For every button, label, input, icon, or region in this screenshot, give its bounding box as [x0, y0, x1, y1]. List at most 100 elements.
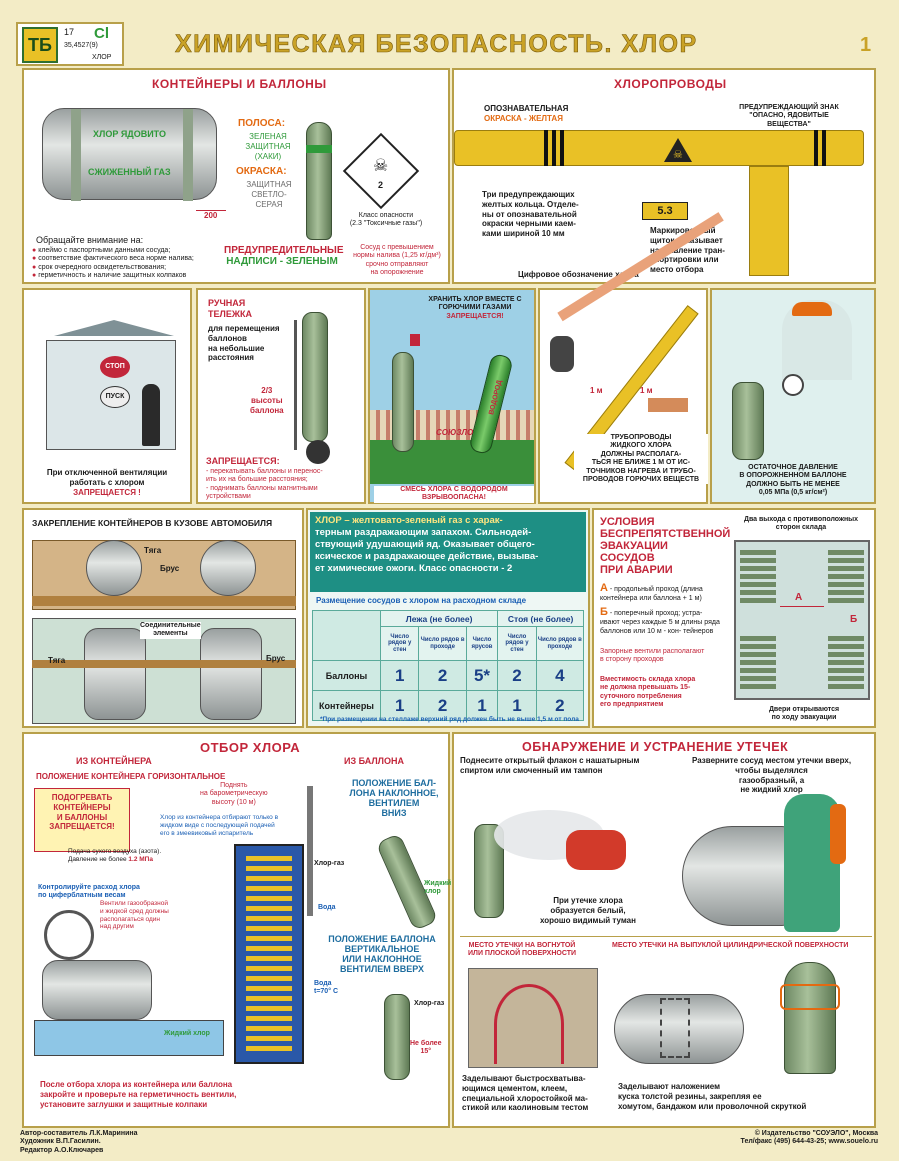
paint-label: ОКРАСКА:: [236, 166, 287, 177]
table-corner: [312, 610, 381, 661]
chlorine-player: [392, 352, 414, 452]
skull-icon: ☠: [373, 156, 389, 175]
position-container: ПОЛОЖЕНИЕ КОНТЕЙНЕРА ГОРИЗОНТАЛЬНОЕ: [36, 772, 226, 781]
worker-icon: [142, 384, 160, 446]
hazard-class: Класс опасности(2.3 "Токсичные газы"): [349, 212, 423, 228]
stop-button[interactable]: СТОП: [100, 356, 130, 378]
table-row: Контейнеры 1 2 1 1 2: [312, 690, 585, 721]
vertical-cylinder: [384, 994, 410, 1080]
from-cylinder: ИЗ БАЛЛОНА: [344, 756, 404, 766]
pipe-horizontal: [454, 130, 864, 166]
securing-title: ЗАКРЕПЛЕНИЕ КОНТЕЙНЕРОВ В КУЗОВЕ АВТОМОБ…: [32, 518, 273, 528]
pressure-gauge-icon: [782, 374, 804, 396]
empty-cylinder: [732, 382, 764, 460]
chlorine-panel: ХЛОР – желтовато-зеленый газ с харак-тер…: [306, 508, 590, 728]
after-note: После отбора хлора из контейнера или бал…: [40, 1080, 237, 1109]
group-standing: Стоя (не более): [497, 610, 584, 627]
container-top-1: [84, 628, 146, 720]
sampling-panel: ОТБОР ХЛОРА ИЗ КОНТЕЙНЕРА ИЗ БАЛЛОНА ПОЛ…: [22, 732, 452, 1128]
element-name: ХЛОР: [92, 54, 112, 61]
label-brus-2: Брус: [266, 654, 286, 663]
oxygen-tank: [830, 804, 846, 864]
glove-hand-icon: [566, 830, 626, 870]
element-number: 17: [64, 27, 75, 37]
storage-table: Лежа (не более) Стоя (не более) Число ря…: [312, 610, 585, 721]
drum-text-2: СЖИЖЕННЫЙ ГАЗ: [88, 167, 171, 177]
subcol-5: Число рядов в проходе: [535, 626, 585, 661]
securing-panel: ЗАКРЕПЛЕНИЕ КОНТЕЙНЕРОВ В КУЗОВЕ АВТОМОБ…: [22, 508, 304, 728]
logo-box: ТБ 17 Cl 35,4527(9) ХЛОР: [16, 22, 124, 66]
table-footnote: *При размещении на стеллаже верхний ряд …: [320, 716, 579, 723]
dimension-label: 200: [204, 211, 218, 220]
sampling-title: ОТБОР ХЛОРА: [200, 740, 301, 755]
warning-sign-icon: [664, 138, 692, 162]
hazard-number: 2: [378, 180, 384, 190]
scale-dial: [44, 910, 94, 960]
logo: ТБ: [22, 27, 58, 63]
containers-panel: КОНТЕЙНЕРЫ И БАЛЛОНЫ ХЛОР ЯДОВИТО СЖИЖЕН…: [22, 68, 450, 284]
table-row: Баллоны 1 2 5* 2 4: [312, 660, 585, 691]
water-label: Вода: [318, 904, 336, 911]
b-description: Б - поперечный проход; устра- ивают чере…: [600, 606, 720, 635]
group-lying: Лежа (не более): [379, 610, 499, 627]
marker-plate: 5.3: [642, 202, 688, 220]
banner: СОЮЗЛО: [436, 428, 474, 437]
chlorine-description: ХЛОР – желтовато-зеленый газ с харак-тер…: [310, 512, 586, 592]
container-drum: ХЛОР ЯДОВИТО СЖИЖЕННЫЙ ГАЗ: [42, 108, 217, 201]
gas-label-2: Хлор-газ: [414, 1000, 445, 1007]
label-tyaga: Тяга: [144, 546, 162, 555]
step-2: Разверните сосуд местом утечки вверх,что…: [692, 756, 852, 795]
distance-2: 1 м: [640, 386, 653, 395]
pipelines-title: ХЛОРОПРОВОДЫ: [614, 77, 727, 91]
containers-title: КОНТЕЙНЕРЫ И БАЛЛОНЫ: [152, 77, 327, 91]
label-brus: Брус: [160, 564, 180, 573]
start-button[interactable]: ПУСК: [100, 386, 130, 408]
a-description: А - продольный проход (длина контейнера …: [600, 582, 703, 603]
subcol-2: Число рядов в проходе: [418, 626, 467, 661]
element-symbol: Cl: [94, 25, 109, 42]
cyl-title: МЕСТО УТЕЧКИ НА ВЫПУКЛОЙ ЦИЛИНДРИЧЕСКОЙ …: [612, 942, 849, 949]
container-top-2: [200, 628, 262, 720]
cart-cylinder: [302, 312, 328, 442]
leaks-title: ОБНАРУЖЕНИЕ И УСТРАНЕНИЕ УТЕЧЕК: [522, 740, 789, 754]
flat-fix: Заделывают быстросхватыва-ющимся цементо…: [462, 1074, 589, 1113]
dry-air: Подача сухого воздуха (азота).Давление н…: [68, 848, 162, 863]
gas-label: Хлор-газ: [314, 860, 345, 867]
sampling-container: [42, 960, 152, 1020]
mark-b: Б: [850, 614, 858, 625]
mark-a: А: [795, 592, 803, 603]
attention-title: Обращайте внимание на:: [36, 235, 144, 245]
